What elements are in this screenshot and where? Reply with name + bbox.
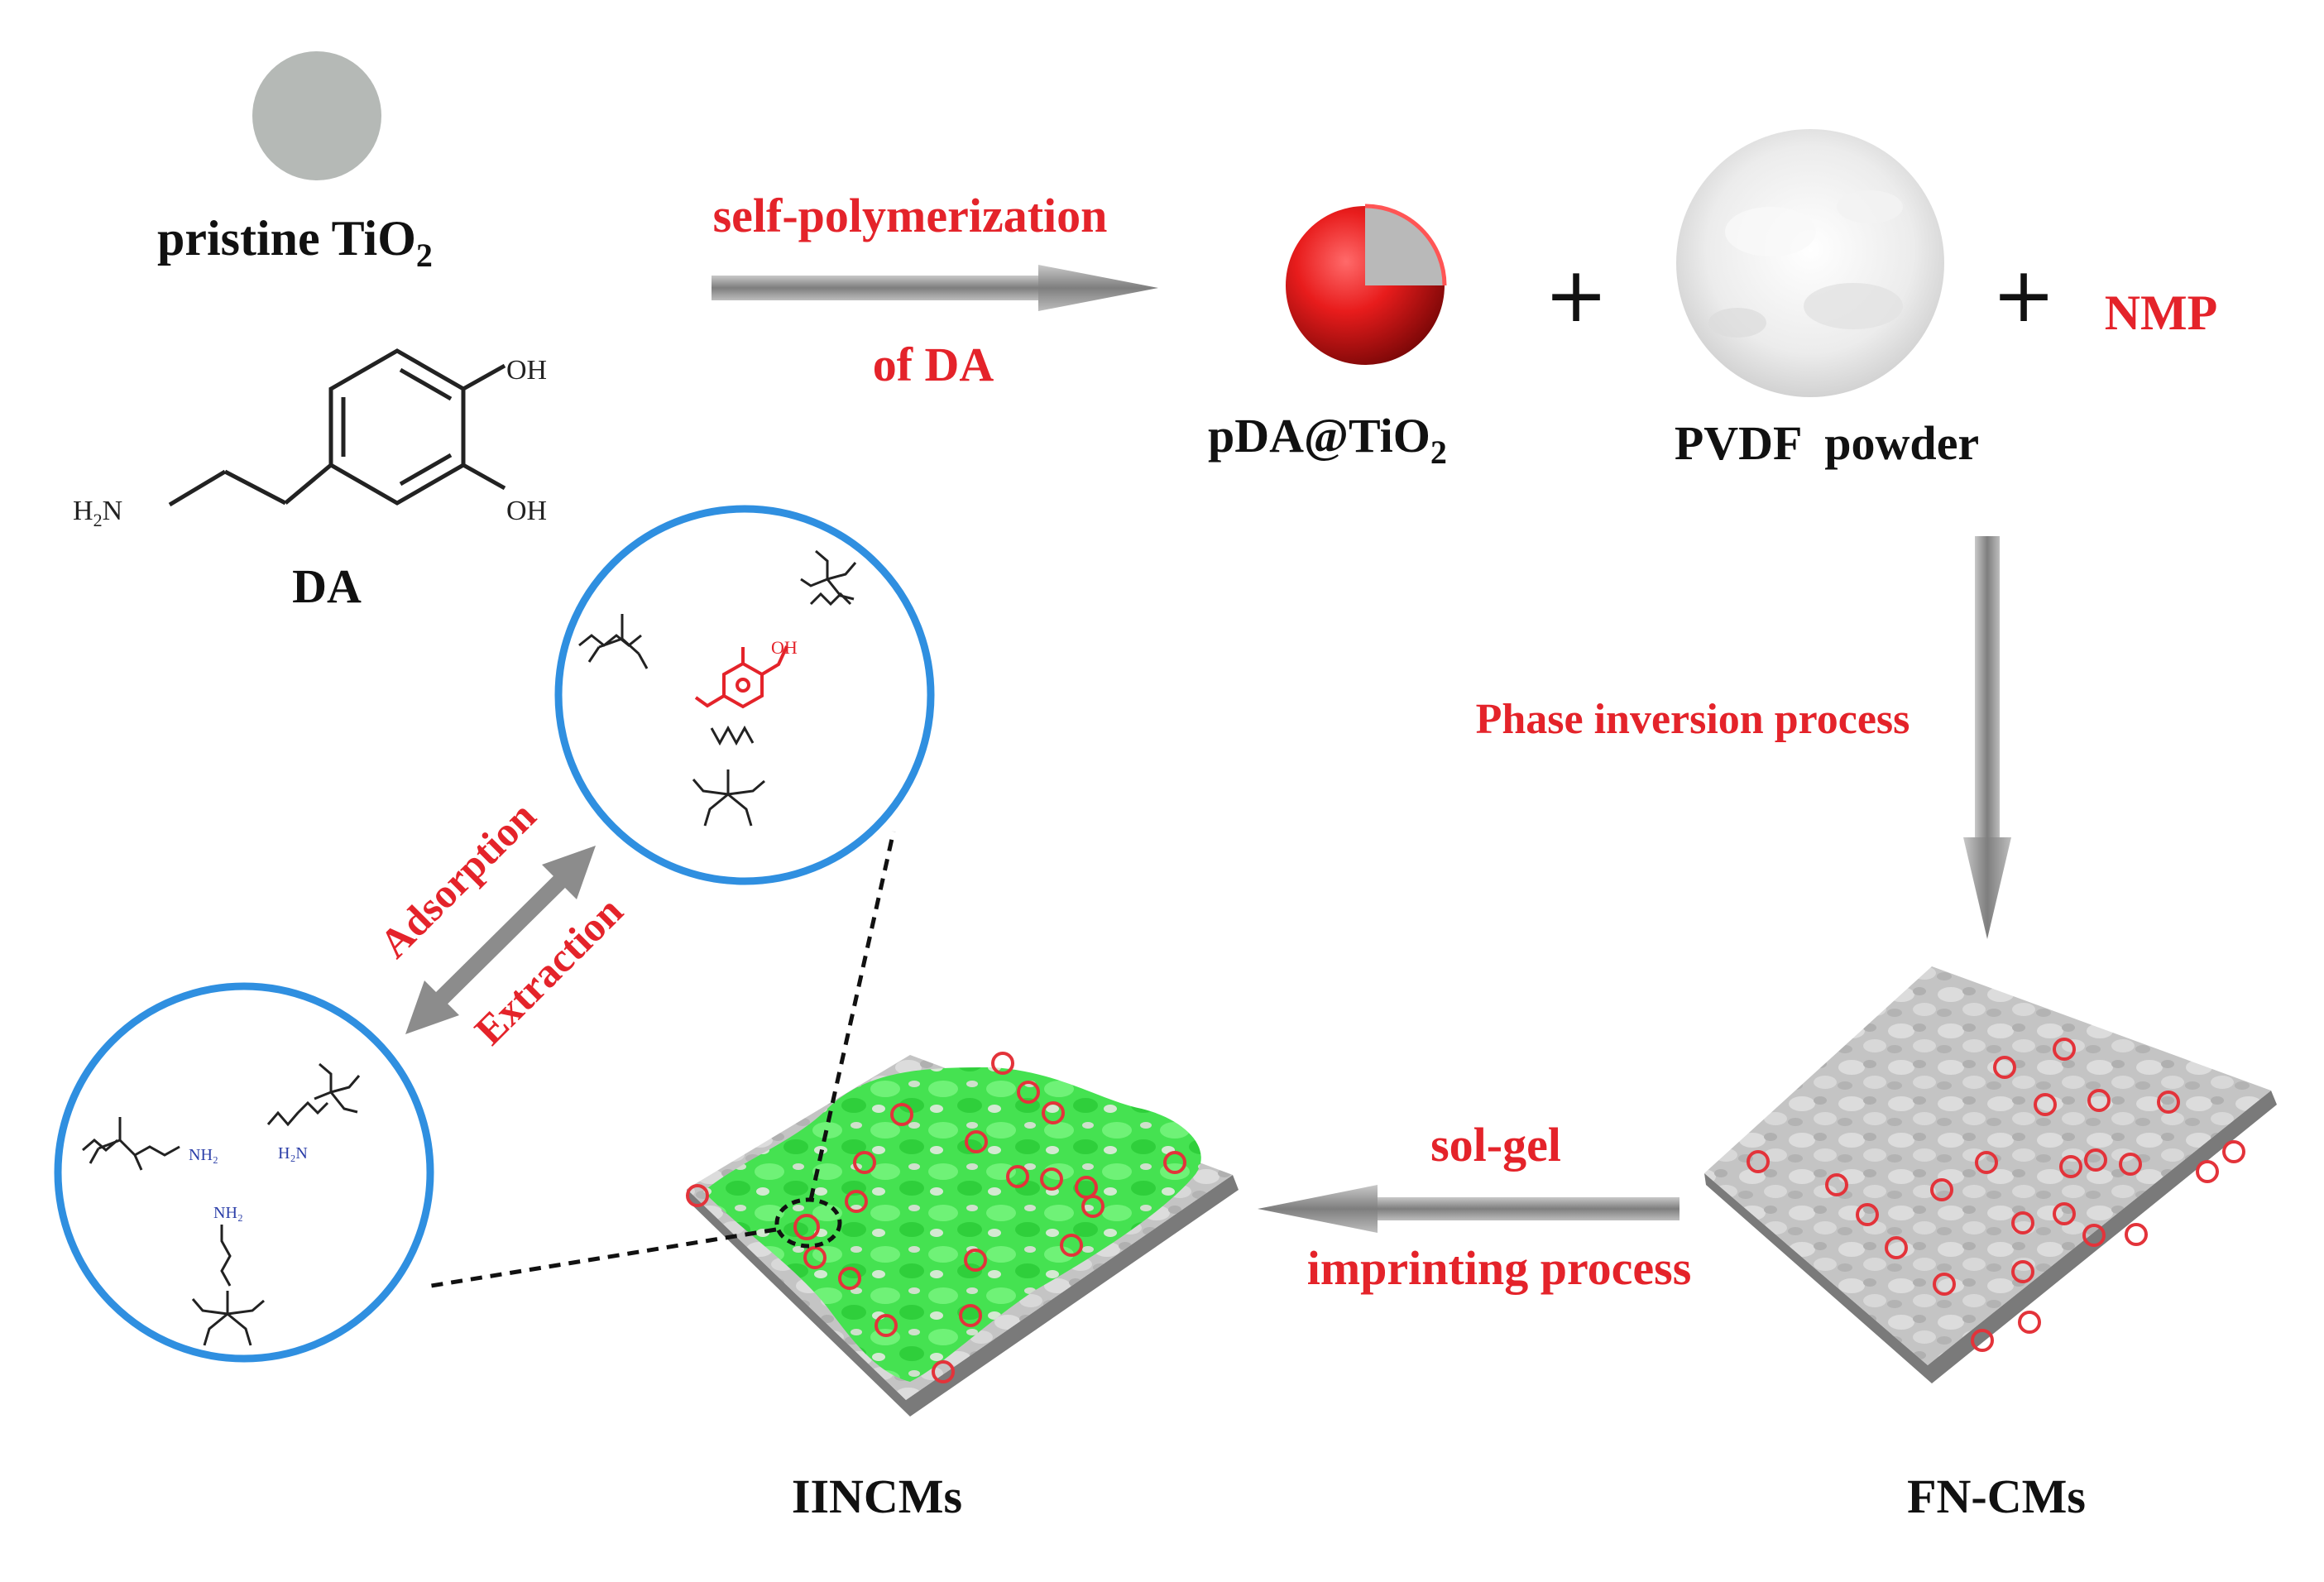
pvdf-powder-icon [1676, 129, 1944, 397]
da-amine-n: N [103, 496, 123, 526]
pvdf-label: PVDF powder [1675, 416, 1979, 470]
extraction-label: Extraction [466, 888, 632, 1054]
da-amine-sub: 2 [93, 510, 103, 530]
fncms-pores [1747, 1038, 2245, 1352]
pda-tio2-label: pDA@TiO [1208, 409, 1430, 463]
fncms-membrane [1704, 966, 2277, 1383]
nmp-label: NMP [2105, 285, 2218, 340]
of-da-label: of DA [873, 338, 994, 391]
svg-text:OH: OH [771, 637, 798, 658]
zoom-target-marker [774, 1197, 842, 1249]
tio2-label: pristine TiO [157, 211, 416, 266]
da-label: DA [292, 559, 362, 613]
phase-inversion-arrow [1963, 536, 2011, 939]
svg-text:NH₂: NH₂ [213, 1204, 243, 1222]
pda-tio2-particle-icon [1286, 204, 1447, 365]
plus-sign-1: + [1544, 251, 1608, 339]
plus-sign-2: + [1991, 251, 2055, 339]
self-polymerization-label: self-polymerization [713, 189, 1108, 242]
svg-text:pristine TiO2: pristine TiO2 [157, 211, 433, 274]
adsorption-extraction-arrow [405, 846, 596, 1034]
self-polymerization-arrow [712, 265, 1158, 311]
da-oh-bottom: OH [506, 496, 547, 526]
imprint-layer [703, 1067, 1201, 1382]
zoom-line-upper [808, 831, 896, 1201]
zoom-circle-bound-template: OH [554, 505, 935, 885]
phase-inversion-label: Phase inversion process [1476, 696, 1910, 743]
fncms-label: FN-CMs [1907, 1469, 2086, 1523]
pda-tio2-subscript: 2 [1430, 434, 1447, 471]
sol-gel-arrow [1258, 1185, 1680, 1233]
zoom-circle-extracted: NH₂ H₂N NH₂ [54, 982, 434, 1363]
da-amine-h: H [73, 496, 93, 526]
iincms-label: IINCMs [792, 1469, 962, 1523]
tio2-particle-icon [252, 51, 381, 180]
adsorption-label: Adsorption [371, 793, 545, 967]
svg-text:NH₂: NH₂ [189, 1146, 218, 1164]
svg-text:H₂N: H₂N [278, 1144, 308, 1163]
svg-text:H2N: H2N [73, 496, 122, 530]
svg-text:pDA@TiO2: pDA@TiO2 [1208, 409, 1447, 471]
imprinting-process-label: imprinting process [1307, 1241, 1692, 1295]
pristine-tio2: pristine TiO2 [157, 51, 433, 274]
tio2-subscript: 2 [416, 237, 433, 274]
da-oh-top: OH [506, 355, 547, 386]
dopamine-structure [168, 348, 506, 507]
sol-gel-label: sol-gel [1430, 1118, 1561, 1172]
iincms-pores [686, 1052, 1186, 1383]
zoom-line-lower [425, 1227, 777, 1289]
iincms-membrane [686, 1052, 1239, 1417]
